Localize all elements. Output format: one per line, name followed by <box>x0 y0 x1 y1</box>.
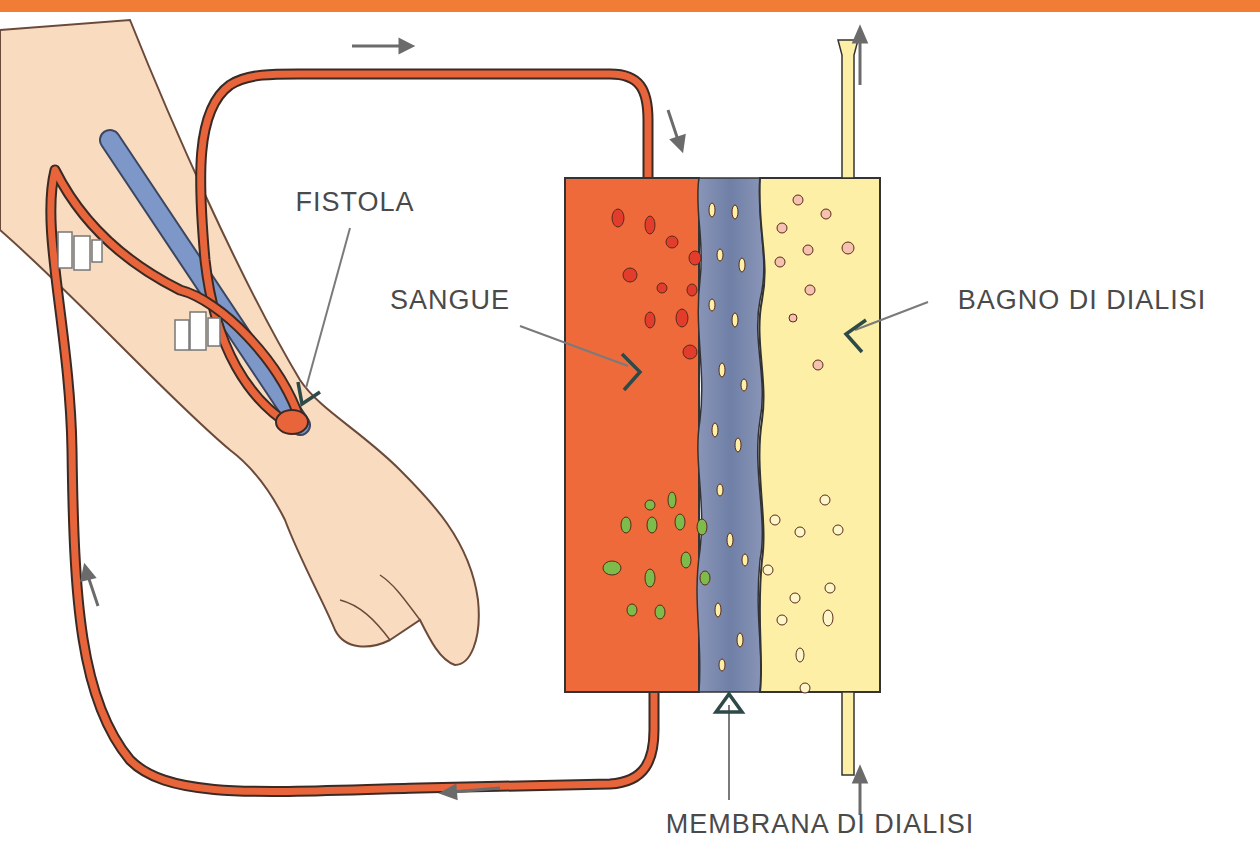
tape <box>58 232 220 350</box>
dialysate-inlet <box>842 692 854 775</box>
blood-chamber <box>565 178 699 692</box>
top-bar <box>0 0 1260 12</box>
fistula-loop <box>276 410 308 434</box>
flow-arrows <box>82 28 866 815</box>
fistula-label: FISTOLA <box>295 188 414 218</box>
dialysate-label: BAGNO DI DIALISI <box>958 286 1207 316</box>
dialysis-membrane <box>697 178 764 692</box>
dialysate-chamber <box>759 178 880 692</box>
blood-label: SANGUE <box>390 286 510 316</box>
callout-arrowheads <box>298 320 866 712</box>
blood-tubes <box>51 74 654 792</box>
particles <box>603 195 854 693</box>
membrane-label: MEMBRANA DI DIALISI <box>666 810 975 840</box>
leader-lines <box>306 228 928 800</box>
finger-lines <box>340 575 420 640</box>
dialysate-outlet <box>838 40 858 178</box>
